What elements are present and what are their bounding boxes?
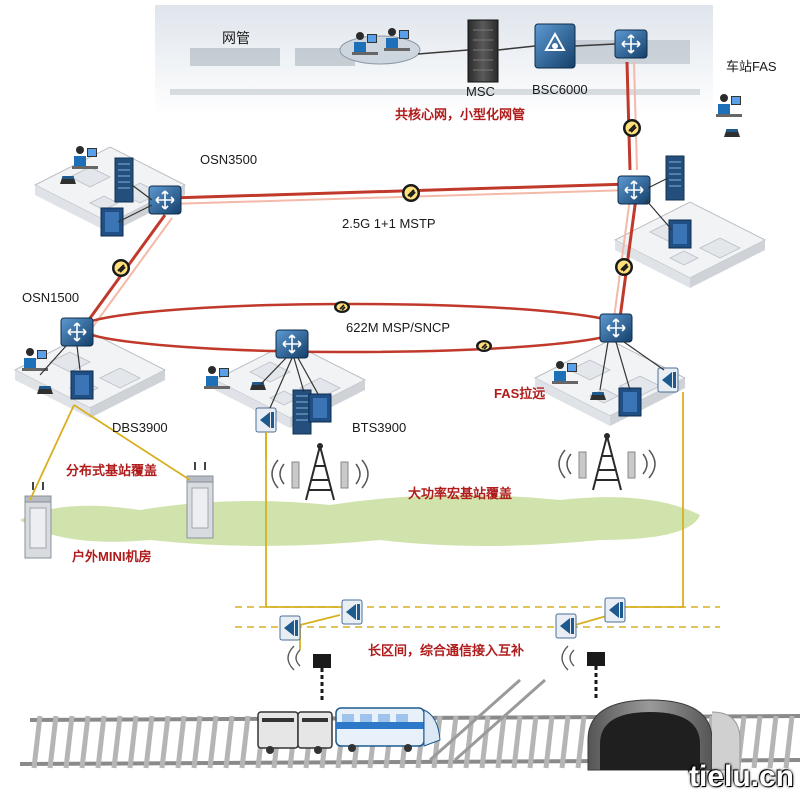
core-network-band: [155, 5, 713, 115]
router-icon: [148, 185, 182, 215]
bsc-label: BSC6000: [532, 82, 588, 97]
router-icon: [275, 329, 309, 359]
fas-station: [552, 313, 679, 417]
phone-icon: [724, 129, 740, 137]
train-icon: [257, 707, 441, 754]
track-sleeper: [31, 715, 43, 769]
core-link: [417, 43, 616, 55]
track-sleeper: [63, 715, 75, 769]
trackside-antennas: [287, 645, 607, 704]
antenna-tower-icon: [271, 442, 369, 501]
bsc6000-icon: [534, 23, 576, 69]
macro-coverage-label: 大功率宏基站覆盖: [408, 486, 513, 501]
track-sleeper: [431, 715, 443, 769]
track-sleeper: [207, 715, 219, 769]
inner-ring-label: 622M MSP/SNCP: [346, 320, 451, 335]
link-badge-icon: [614, 257, 634, 277]
operator-workstation-icon: [716, 94, 742, 117]
track-sleeper: [95, 715, 107, 769]
track-sleeper: [223, 715, 235, 769]
link-badge-icon: [475, 339, 493, 353]
repeater-icon: [657, 367, 679, 393]
bts-label: BTS3900: [352, 420, 407, 435]
router-icon: [614, 29, 648, 59]
station-fas-label: 车站FAS: [726, 59, 777, 74]
msc-rack: [467, 19, 499, 83]
control-room-backdrop: [170, 40, 700, 95]
track-sleeper: [767, 715, 779, 769]
track-sleeper: [239, 715, 251, 769]
link-badge-icon: [401, 183, 421, 203]
repeater-icon: [555, 613, 577, 639]
dbs-label: DBS3900: [112, 420, 168, 435]
link-badge-icon: [622, 118, 642, 138]
core-network-label: 共核心网，小型化网管: [395, 107, 526, 122]
track-sleeper: [527, 715, 539, 769]
router-icon: [599, 313, 633, 343]
watermark: tielu.cn: [688, 760, 794, 793]
track-sleeper: [47, 715, 59, 769]
antenna-tower-icon: [558, 432, 656, 491]
fas-remote-label: FAS拉远: [494, 386, 546, 401]
track-sleeper: [159, 715, 171, 769]
track-sleeper: [479, 715, 491, 769]
outdoor-mini-cabinet-icon: [186, 461, 214, 539]
track-sleeper: [111, 715, 123, 769]
track-sleeper: [143, 715, 155, 769]
repeater-icon: [279, 615, 301, 641]
trackside-cable: [235, 606, 720, 628]
link-badge-icon: [333, 300, 351, 314]
track-sleeper: [511, 715, 523, 769]
osn3500-label: OSN3500: [200, 152, 258, 167]
trackside-antenna-icon: [311, 652, 333, 704]
repeater-icon: [255, 407, 277, 433]
track-sleeper: [559, 715, 571, 769]
msc-label: MSC: [466, 84, 495, 99]
long-section-label: 长区间，综合通信接入互补: [368, 643, 525, 658]
nms-cluster: [339, 28, 421, 65]
track-sleeper: [495, 715, 507, 769]
remote-station: [617, 155, 692, 249]
outdoor-mini-label: 户外MINI机房: [72, 549, 152, 564]
track-sleeper: [447, 715, 459, 769]
track-sleeper: [175, 715, 187, 769]
repeater-icon: [604, 597, 626, 623]
trackside-antenna-icon: [585, 650, 607, 702]
track-sleeper: [783, 715, 795, 769]
track-sleeper: [751, 715, 763, 769]
track-sleeper: [191, 715, 203, 769]
tunnel-icon: [587, 699, 741, 771]
coverage-area: [20, 495, 700, 546]
osn1500-station: [22, 317, 94, 400]
outdoor-mini-cabinet-icon: [24, 481, 52, 559]
repeater-icon: [341, 599, 363, 625]
outer-ring-label: 2.5G 1+1 MSTP: [342, 216, 436, 231]
track-sleeper: [575, 715, 587, 769]
track-sleeper: [127, 715, 139, 769]
track-sleeper: [543, 715, 555, 769]
osn1500-label: OSN1500: [22, 290, 80, 305]
distributed-coverage-label: 分布式基站覆盖: [66, 463, 158, 478]
bts-station: [204, 329, 332, 435]
nms-label: 网管: [222, 30, 250, 46]
router-icon: [617, 175, 651, 205]
track-sleeper: [79, 715, 91, 769]
repeaters: [279, 597, 626, 641]
router-icon: [60, 317, 94, 347]
link-badge-icon: [111, 258, 131, 278]
osn3500-station: [60, 146, 182, 237]
